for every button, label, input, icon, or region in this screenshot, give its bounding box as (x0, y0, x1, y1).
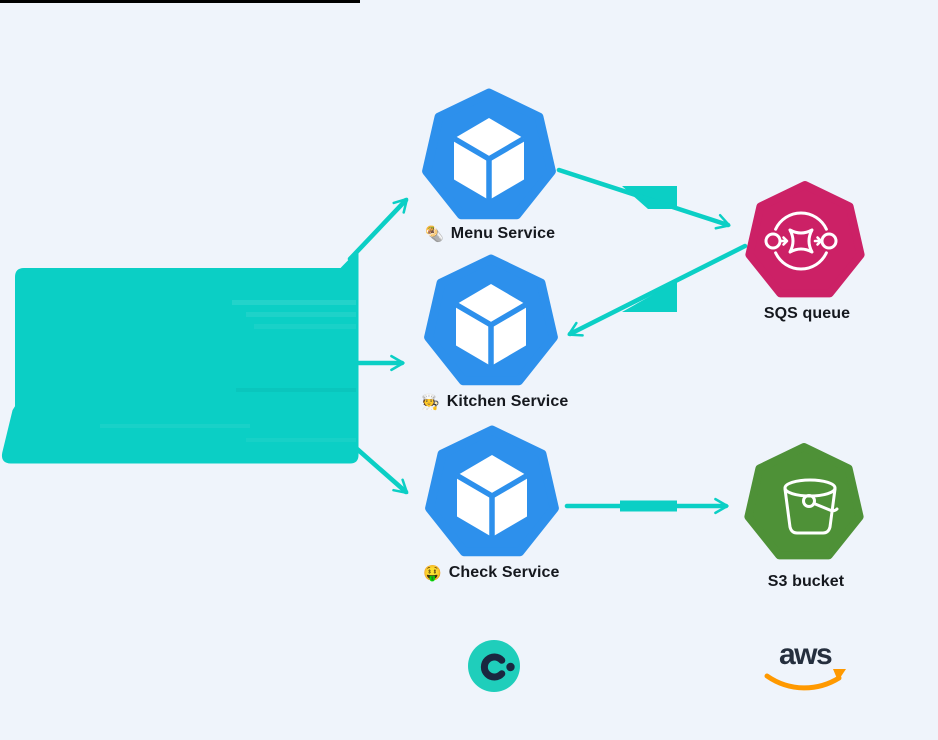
node-s3-bucket (748, 447, 859, 555)
check-service-label: 🤑 Check Service (423, 563, 560, 582)
laptop-icon (1, 251, 359, 464)
node-sqs-queue (749, 185, 860, 293)
menu-service-label-text: Menu Service (450, 225, 556, 242)
connector-arrows (347, 167, 748, 515)
arrow-laptop-to-check (353, 445, 409, 495)
bucket-icon (783, 478, 839, 535)
laptop-texture-streaks (100, 300, 356, 442)
c-logo-letter (480, 653, 506, 681)
check-service-label-text: Check Service (448, 564, 560, 581)
aws-smile (764, 673, 842, 691)
burrito-emoji: 🌯 (425, 224, 444, 243)
node-menu-service (427, 93, 552, 215)
aws-logo-icon (764, 669, 846, 691)
c-logo-circle (468, 640, 520, 692)
c-dot-logo-icon (468, 640, 520, 692)
arrow-laptop-to-menu (347, 197, 409, 262)
chef-emoji: 🧑‍🍳 (421, 392, 440, 411)
kitchen-service-label-text: Kitchen Service (446, 393, 569, 410)
s3-bucket-label: S3 bucket (767, 573, 845, 590)
menu-service-label: 🌯 Menu Service (425, 224, 555, 243)
sqs-queue-label: SQS queue (763, 305, 851, 322)
c-logo-dot (506, 662, 515, 672)
kitchen-service-label: 🧑‍🍳 Kitchen Service (421, 392, 568, 411)
aws-wordmark: aws (779, 638, 833, 671)
money-mouth-emoji: 🤑 (423, 563, 442, 582)
arrow-sqs-to-kitchen (567, 243, 748, 337)
aws-smile-arrow-tip (833, 669, 846, 681)
sqs-circle-arrows-icon (764, 211, 838, 271)
node-check-service (430, 430, 555, 552)
arrow-menu-to-sqs (556, 167, 731, 230)
top-border-artifact (0, 0, 360, 3)
node-kitchen-service (429, 259, 554, 381)
